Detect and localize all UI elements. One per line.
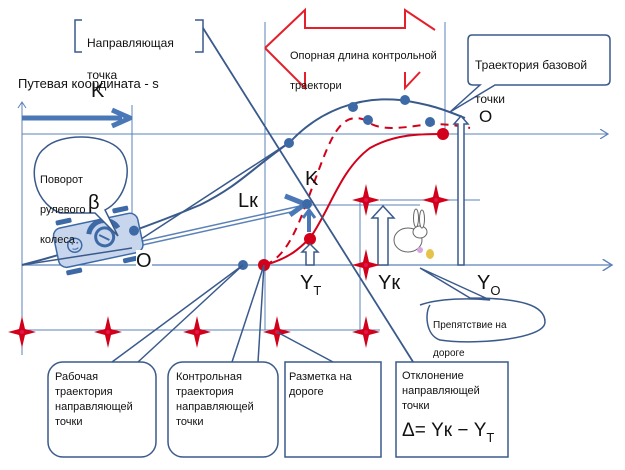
yo-label: YO: [477, 272, 500, 302]
guide-point-symbol: K: [91, 80, 105, 102]
callout-leaders: [111, 264, 334, 363]
base-trajectory-callout: [449, 34, 611, 113]
point-k-marker: [302, 199, 312, 209]
reference-length-line1: Опорная длина контрольной: [290, 50, 437, 62]
path-coordinate-arrow: [22, 107, 133, 129]
blue-trajectory-points: [238, 95, 435, 270]
yk-label: Yк: [378, 272, 401, 294]
steering-line2: рулевого: [40, 204, 86, 216]
car: [52, 205, 144, 276]
reference-length-arrow: [264, 7, 436, 91]
base-trajectory-label: Траектория базовой точки O: [475, 40, 587, 127]
s-axis-arrowhead: [17, 101, 27, 109]
yo-main: Y: [477, 272, 491, 294]
road-marking-callout-box: [284, 361, 382, 458]
obstacle-label: Препятствие на дороге: [433, 305, 507, 361]
reference-length-label: Опорная длина контрольной траектори: [290, 34, 437, 94]
obstacle-callout: [419, 267, 546, 343]
steering-callout: [33, 136, 128, 237]
guide-point-leader: [202, 27, 416, 366]
point-k-label: K: [305, 168, 319, 190]
deviation-callout-box: [395, 361, 509, 458]
obstacle-line1: Препятствие на: [433, 320, 507, 331]
working-trajectory-callout-box: [47, 361, 157, 458]
base-trajectory-line1: Траектория базовой: [475, 58, 588, 72]
guide-point-label-line1: Направляющая: [87, 36, 174, 50]
deviation-formula: Δ= Yк − YT: [402, 420, 494, 449]
base-trajectory-line2: точки: [475, 92, 505, 106]
road-marking-label: Разметка на дороге: [289, 371, 352, 398]
lk-vector: [137, 193, 308, 247]
car-baseline: [21, 247, 133, 266]
point-o-label: O: [136, 250, 152, 272]
formula-sub: T: [486, 430, 495, 445]
guide-point-label-line2: точка: [87, 68, 118, 82]
steering-line3: колеса: [40, 234, 75, 246]
working-trajectory-solid: [264, 133, 444, 266]
control-trajectory-label: Контрольная траектория направляющей точк…: [176, 371, 254, 428]
yo-arrow: [452, 114, 470, 266]
steering-label: Поворот рулевого колеса: [40, 158, 86, 248]
reference-length-line2: траектори: [290, 80, 342, 92]
yt-sub: T: [313, 283, 322, 298]
beta-label: β: [88, 192, 100, 214]
guide-point-label: Направляющая точка K: [87, 19, 174, 101]
yk-arrow: [370, 204, 396, 266]
control-trajectory-dashed: [264, 117, 471, 266]
yt-main: Y: [300, 272, 314, 294]
lk-label: Lк: [238, 190, 258, 212]
formula-main: Δ= Yк − Y: [402, 420, 487, 441]
deviation-label: Отклонение направляющей точки: [402, 370, 480, 412]
steering-line1: Поворот: [40, 174, 83, 186]
deviation-arrow: [301, 207, 317, 232]
working-trajectory-label: Рабочая траектория направляющей точки: [55, 371, 133, 428]
obstacle-line2: дороге: [433, 348, 465, 359]
guide-point-callout-frame: [74, 19, 204, 53]
car-to-k-line: [131, 141, 291, 246]
yt-arrow: [300, 242, 320, 266]
path-coordinate-label: Путевая координата - s: [18, 76, 159, 91]
yo-sub: O: [490, 283, 501, 298]
control-trajectory-callout-box: [167, 361, 279, 458]
bunny-obstacle-icon: [393, 208, 434, 259]
yt-label: YT: [300, 272, 321, 302]
base-trajectory-symbol: O: [479, 107, 493, 126]
